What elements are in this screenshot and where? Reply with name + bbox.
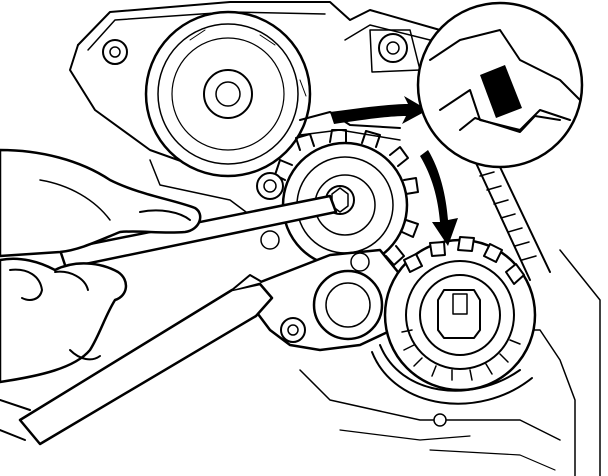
crankshaft-sprocket <box>383 236 537 392</box>
upper-right-bolt <box>369 29 421 73</box>
wrench-icon <box>18 274 274 446</box>
idler-sprocket <box>274 129 419 269</box>
rotation-arrow-icon <box>330 96 458 246</box>
magnifier-callout-icon <box>416 1 584 169</box>
upper-left-bolt <box>102 39 128 65</box>
water-pump-pulley <box>144 10 312 178</box>
wrench-handle <box>0 399 31 441</box>
wrench-upper <box>58 194 338 270</box>
timing-belt-lower <box>371 344 533 405</box>
left-boss <box>256 172 284 250</box>
hand-icon-upper <box>0 148 202 258</box>
tensioner-arm <box>238 248 400 352</box>
hand-icon-lower <box>0 257 128 384</box>
